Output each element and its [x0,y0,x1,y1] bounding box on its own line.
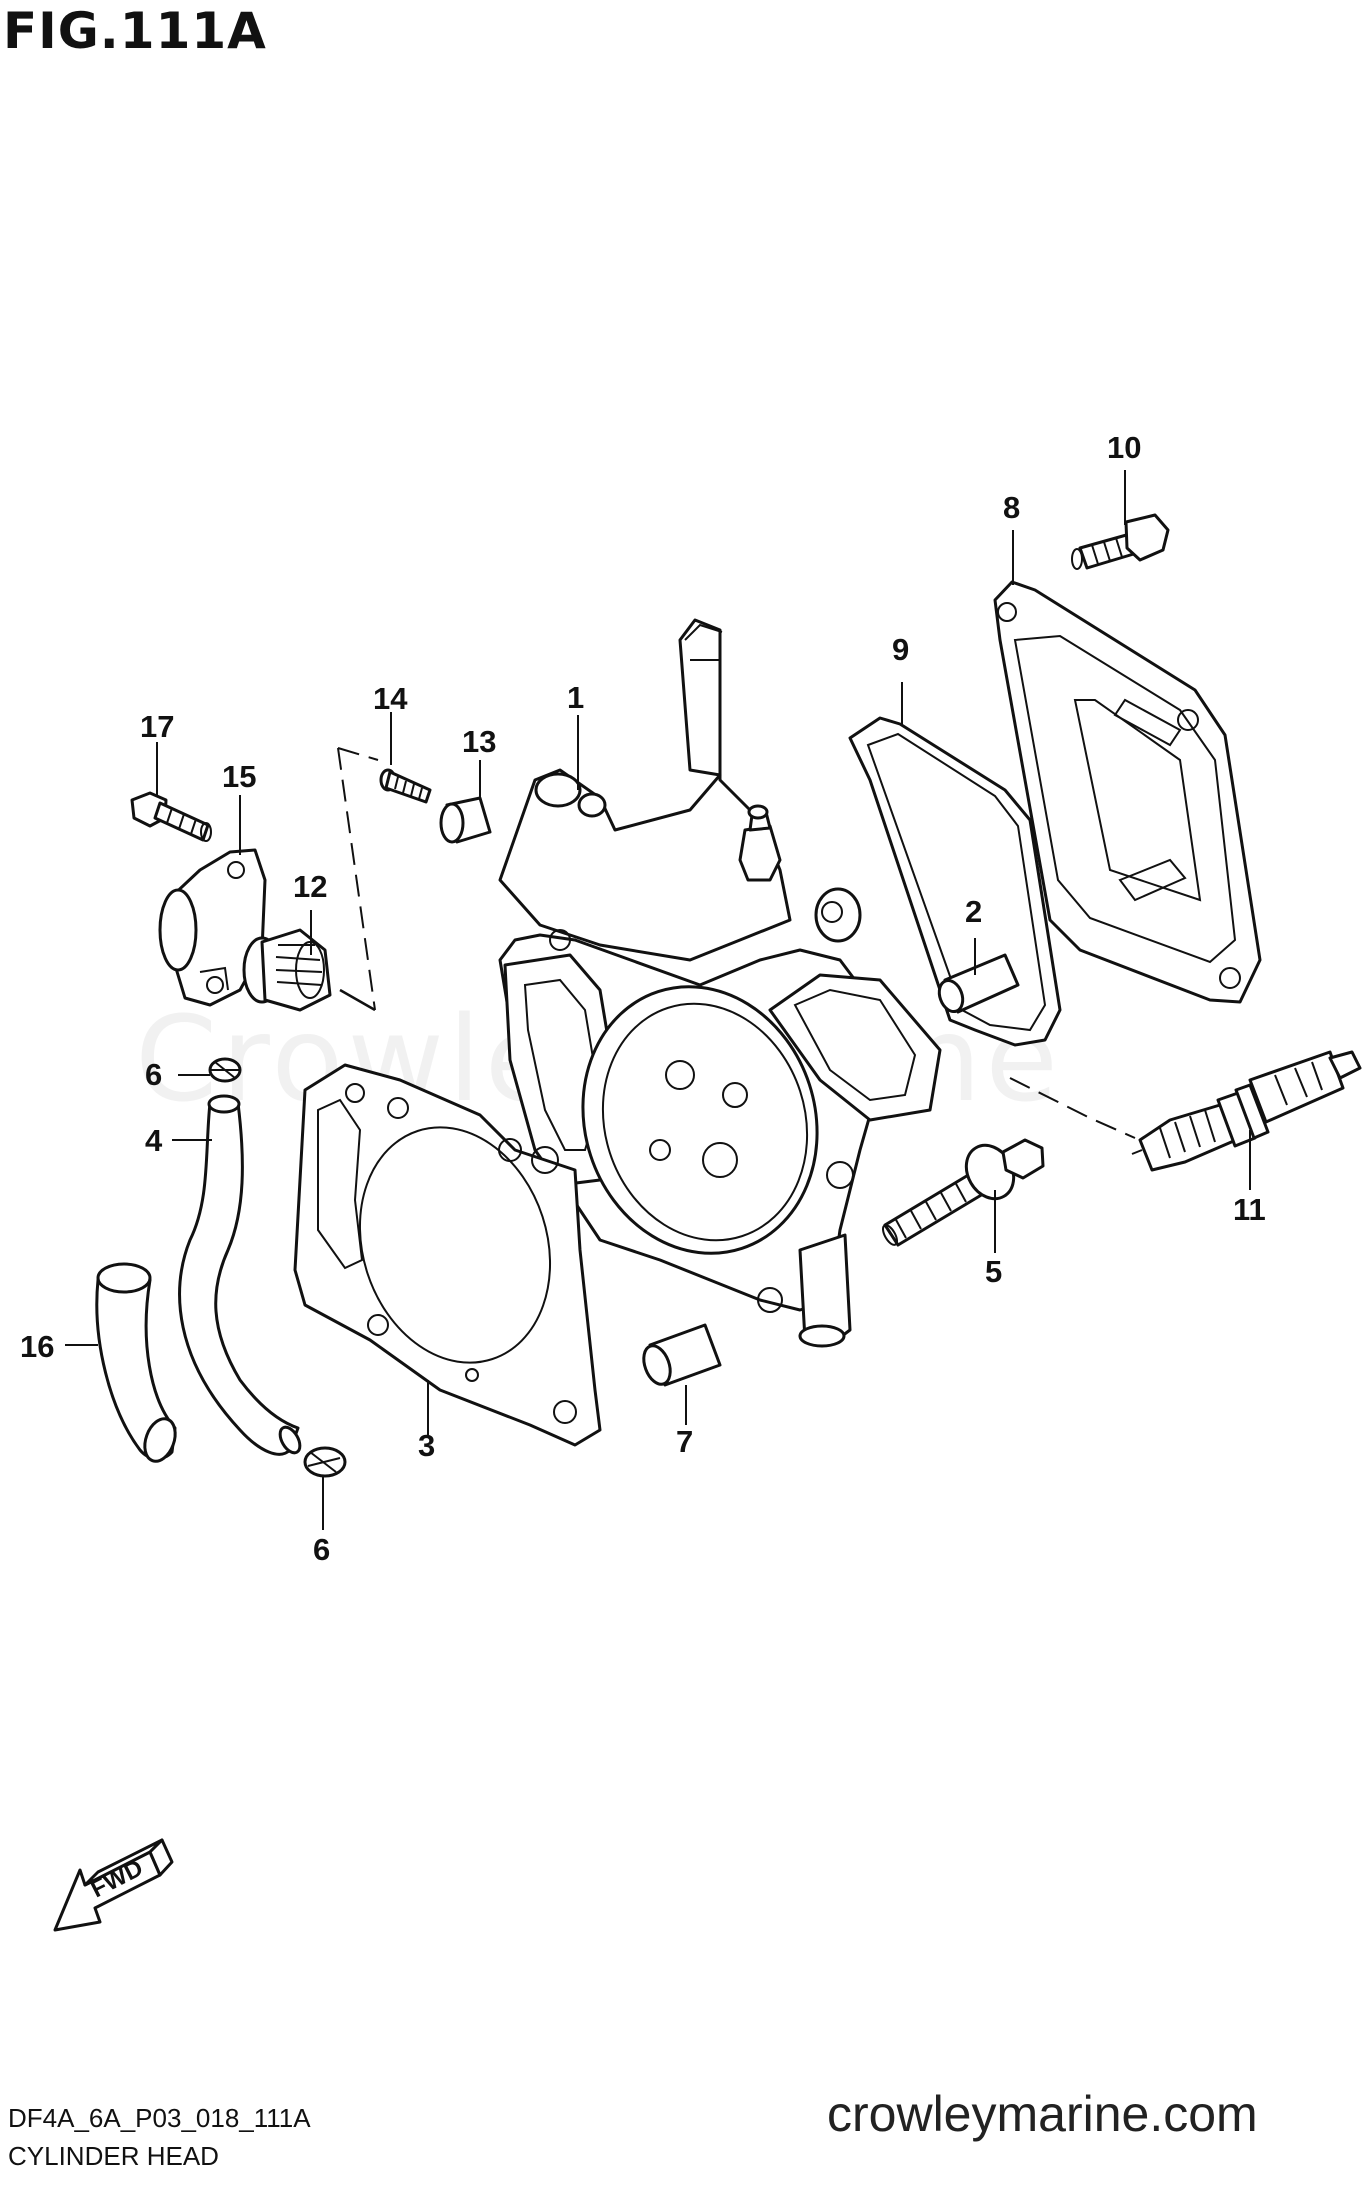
callout-16: 16 [20,1329,54,1364]
part-16-hose [95,1262,177,1463]
callout-14: 14 [373,681,408,716]
part-17-bolt [130,791,212,842]
callout-4: 4 [145,1123,163,1158]
callout-13: 13 [462,724,496,759]
callout-5: 5 [985,1254,1002,1289]
callout-3: 3 [418,1428,435,1463]
callout-11: 11 [1233,1192,1266,1227]
part-13-collar [439,796,492,844]
part-2-dowel-pin [937,953,1020,1014]
callout-12: 12 [293,869,327,904]
callout-6-upper: 6 [145,1057,162,1092]
callout-10: 10 [1107,430,1141,465]
figure-caption: CYLINDER HEAD [8,2141,219,2171]
part-8-cylinder-head-cover [993,580,1262,1004]
part-7-dowel [642,1323,722,1387]
part-10-bolt [1071,513,1170,570]
callout-8: 8 [1003,490,1020,525]
part-6-hose-clip-upper [208,1057,242,1083]
part-11-spark-plug [1131,1050,1362,1172]
part-3-head-gasket [293,1063,602,1447]
part-14-screw [379,768,432,804]
callout-1: 1 [567,680,584,715]
website-label: crowleymarine.com [827,2086,1258,2142]
callout-7: 7 [676,1424,693,1459]
figure-title: FIG.111A [3,2,267,60]
part-1-cylinder-head [498,618,942,1348]
part-5-bolt [882,1138,1045,1247]
forward-direction-arrow: FWD [53,1838,174,1932]
leader-lines [65,470,1251,1530]
callout-9: 9 [892,632,909,667]
callout-2: 2 [965,894,982,929]
part-12-thermostat [242,928,332,1012]
part-6-hose-clip-lower [303,1446,347,1478]
callout-6-lower: 6 [313,1532,330,1567]
part-4-hose [178,1094,302,1456]
callouts: 1 2 3 4 5 6 6 7 8 9 10 11 12 13 14 15 16… [20,430,1266,1567]
drawing-code: DF4A_6A_P03_018_111A [8,2103,311,2133]
callout-15: 15 [222,759,256,794]
callout-17: 17 [140,709,174,744]
